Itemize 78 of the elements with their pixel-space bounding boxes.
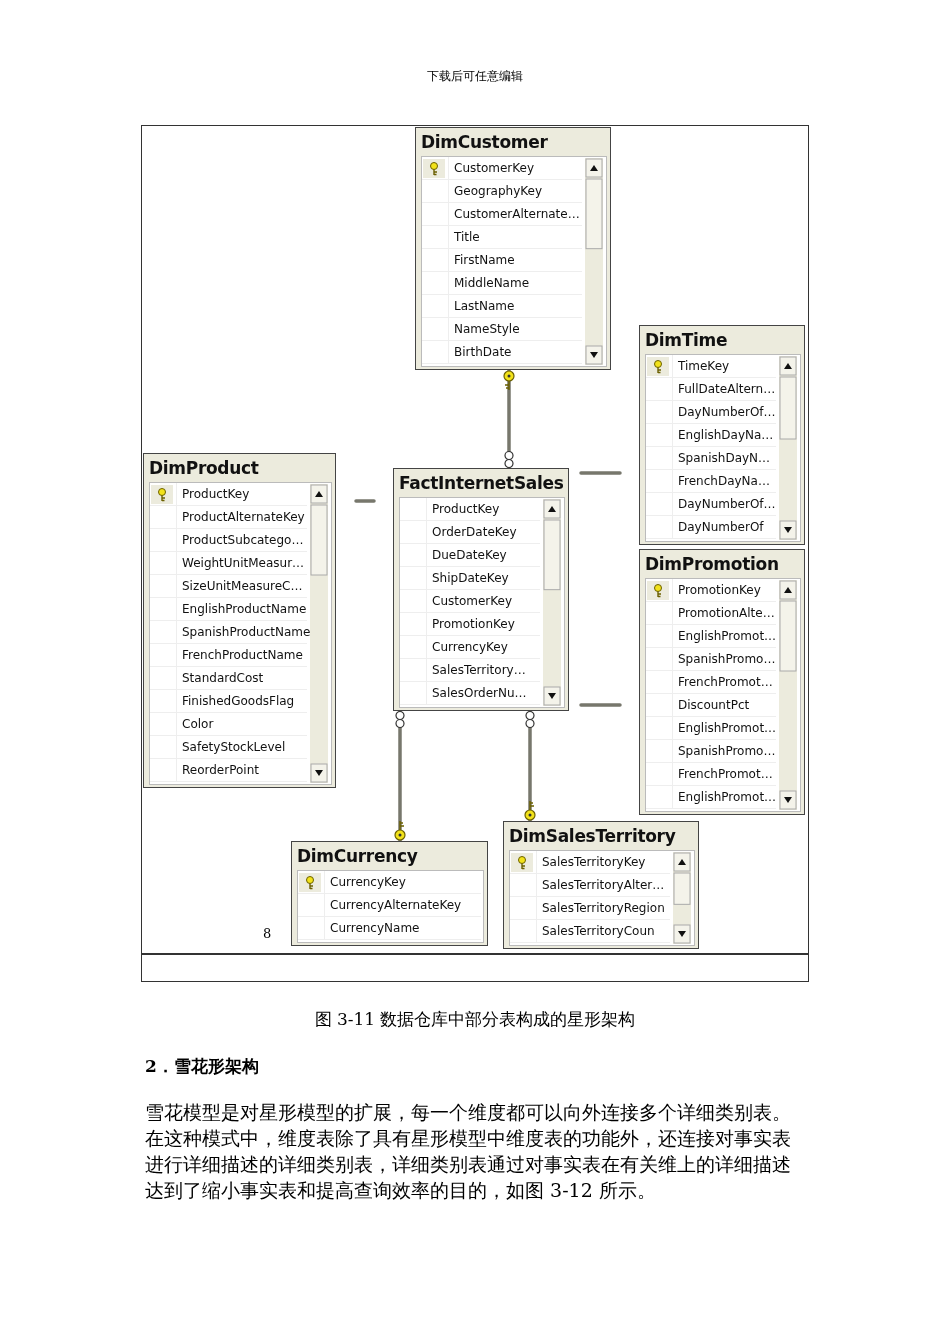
section-heading: 2．雪花形架构 — [145, 1055, 259, 1078]
column-name: CustomerKey — [454, 161, 535, 175]
column-name: SpanishPromo… — [678, 744, 776, 758]
column-name: TimeKey — [678, 359, 730, 373]
table-title: DimSalesTerritory — [509, 826, 676, 846]
column-name: PromotionAlte… — [678, 606, 775, 620]
table-box — [639, 325, 805, 545]
body-paragraph: 雪花模型是对星形模型的扩展，每一个维度都可以向外连接多个详细类别表。在这种模式中，维度表除了具有星形模型中维度表的功能外，还连接对事实表进行详细描述的详细类别表，详细类别表通过对事实表在有关维上的详细描述达到了缩小事实表和提高查询效率的目的，如图 3-12 所示。 — [145, 1100, 792, 1203]
column-name: SalesTerritory… — [432, 663, 526, 677]
relationship-line — [394, 710, 406, 841]
column-name: CurrencyAlternateKey — [330, 898, 462, 912]
column-name: WeightUnitMeasur… — [182, 556, 305, 570]
column-name: ReorderPoint — [182, 763, 259, 777]
column-name: FrenchDayNa… — [678, 474, 770, 488]
column-name: FrenchProductName — [182, 648, 303, 662]
column-name: FullDateAltern… — [678, 382, 776, 396]
column-name: FrenchPromot… — [678, 767, 773, 781]
column-name: SalesTerritoryCoun — [542, 924, 655, 938]
table-title: DimProduct — [149, 458, 259, 478]
table-title: DimCustomer — [421, 132, 548, 152]
column-name: FrenchPromot… — [678, 675, 773, 689]
column-name: DayNumberOf… — [678, 405, 776, 419]
column-name: BirthDate — [454, 345, 512, 359]
column-name: SalesTerritoryKey — [542, 855, 646, 869]
column-name: DueDateKey — [432, 548, 507, 562]
table-box — [143, 453, 336, 788]
column-name: GeographyKey — [454, 184, 542, 198]
column-name: CustomerKey — [432, 594, 513, 608]
column-name: EnglishPromot… — [678, 790, 777, 804]
relationship-line — [503, 370, 515, 469]
figure-caption: 图 3-11 数据仓库中部分表构成的星形架构 — [313, 1008, 637, 1031]
column-name: CustomerAlternate… — [454, 207, 580, 221]
column-name: MiddleName — [454, 276, 530, 290]
column-name: SpanishPromo… — [678, 652, 776, 666]
column-name: SafetyStockLevel — [182, 740, 286, 754]
column-name: ProductSubcatego… — [182, 533, 304, 547]
table-box — [393, 468, 569, 711]
column-name: FirstName — [454, 253, 515, 267]
column-name: Color — [182, 717, 214, 731]
column-name: EnglishDayNa… — [678, 428, 774, 442]
column-name: EnglishProductName — [182, 602, 307, 616]
relationship-line — [524, 710, 536, 821]
column-name: CurrencyKey — [432, 640, 508, 654]
column-name: DayNumberOf — [678, 520, 764, 534]
column-name: OrderDateKey — [432, 525, 517, 539]
column-name: SalesTerritoryAlter… — [542, 878, 665, 892]
column-name: SpanishDayN… — [678, 451, 771, 465]
column-name: DayNumberOf… — [678, 497, 776, 511]
page-number: 8 — [263, 926, 272, 941]
column-name: CurrencyName — [330, 921, 420, 935]
table-title: FactInternetSales — [399, 473, 564, 493]
column-name: LastName — [454, 299, 515, 313]
header-note: 下载后可任意编辑 — [426, 68, 524, 85]
column-name: EnglishPromot… — [678, 721, 777, 735]
column-name: SalesOrderNu… — [432, 686, 527, 700]
column-name: ProductAlternateKey — [182, 510, 305, 524]
column-name: PromotionKey — [678, 583, 761, 597]
column-name: ProductKey — [182, 487, 250, 501]
table-box — [291, 841, 488, 946]
column-name: NameStyle — [454, 322, 520, 336]
column-name: StandardCost — [182, 671, 264, 685]
table-title: DimTime — [645, 330, 728, 350]
table-title: DimPromotion — [645, 554, 779, 574]
column-name: CurrencyKey — [330, 875, 406, 889]
column-name: SpanishProductName — [182, 625, 311, 639]
table-title: DimCurrency — [297, 846, 418, 866]
column-name: SalesTerritoryRegion — [542, 901, 665, 915]
table-box — [415, 127, 611, 370]
column-name: DiscountPct — [678, 698, 750, 712]
table-box — [503, 821, 699, 949]
table-box — [639, 549, 805, 815]
column-name: FinishedGoodsFlag — [182, 694, 295, 708]
column-name: ShipDateKey — [432, 571, 509, 585]
column-name: PromotionKey — [432, 617, 515, 631]
column-name: Title — [454, 230, 480, 244]
column-name: ProductKey — [432, 502, 500, 516]
column-name: SizeUnitMeasureC… — [182, 579, 303, 593]
column-name: EnglishPromot… — [678, 629, 777, 643]
